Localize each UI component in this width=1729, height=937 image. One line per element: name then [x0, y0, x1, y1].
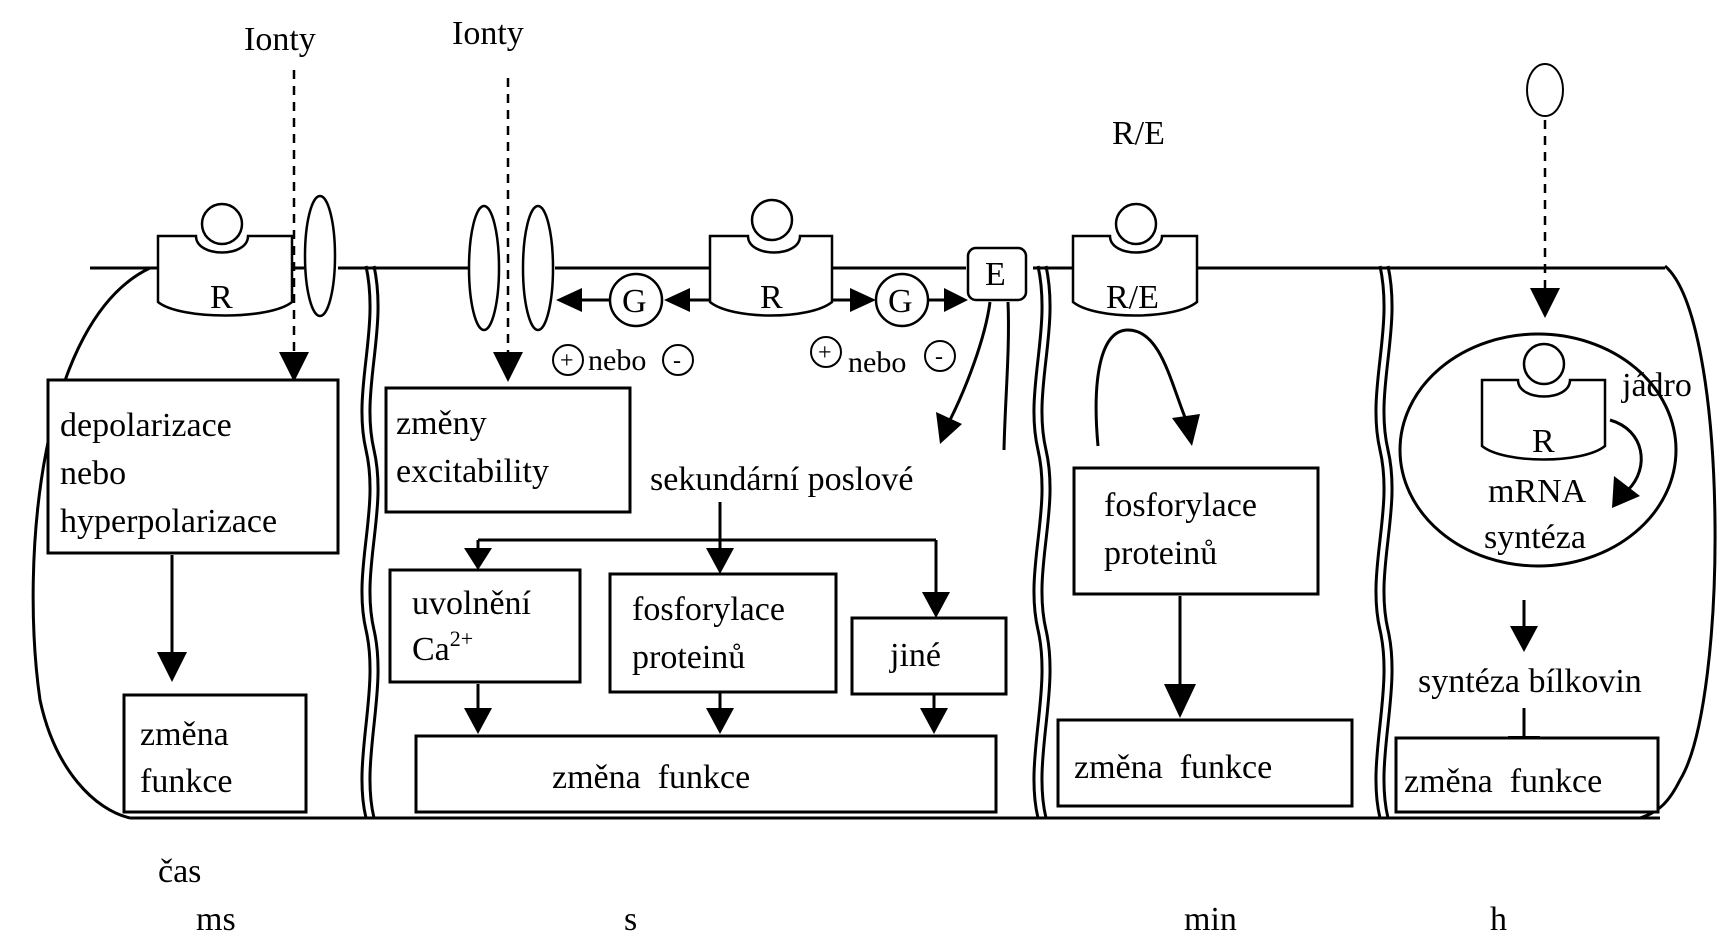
time-label: čas [158, 853, 201, 890]
result-3-label: změna funkce [1074, 749, 1272, 786]
depolarization-line-3: hyperpolarizace [60, 503, 277, 540]
phospho-3-line-2: proteinů [1104, 535, 1217, 572]
hormone-ligand [1527, 64, 1563, 116]
time-ms: ms [196, 901, 236, 937]
arrowhead-other-result [920, 708, 948, 734]
receptor-re: R/E [1073, 204, 1197, 316]
depolarization-line-2: nebo [60, 455, 126, 492]
mrna-line-1: mRNA [1488, 473, 1587, 510]
hormone-arrowhead [1530, 288, 1560, 318]
svg-text:-: - [673, 348, 681, 374]
phospho-2-line-2: proteinů [632, 639, 745, 676]
second-messengers-label: sekundární poslové [650, 461, 913, 498]
arrowhead-r-g-right [850, 288, 876, 312]
receptor-r-1: R [158, 204, 292, 316]
ion-channel-1 [305, 196, 335, 316]
separator-3 [1376, 266, 1392, 818]
svg-text:-: - [935, 344, 943, 370]
result-4-label: změna funkce [1404, 763, 1602, 800]
svg-text:R: R [210, 279, 233, 316]
receptor-r-nuclear: R [1482, 344, 1605, 460]
time-s: s [624, 901, 637, 937]
calcium-line-1: uvolnění [412, 585, 532, 622]
protein-synthesis-label: syntéza bílkovin [1418, 663, 1642, 700]
svg-text:R: R [760, 279, 783, 316]
arrowhead-g-e [944, 288, 968, 312]
arrow-e-to-messengers [950, 302, 990, 420]
ions-arrowhead-1 [279, 352, 309, 382]
arrowhead-nucleus-synthesis [1510, 626, 1538, 652]
line-e-down [1004, 302, 1008, 450]
re-loop-arrow [1096, 330, 1186, 446]
bus-arrow-mid [706, 548, 734, 574]
separator-1 [362, 266, 378, 818]
time-h: h [1490, 901, 1507, 937]
svg-text:R: R [1532, 423, 1555, 460]
excitability-line-2: excitability [396, 453, 549, 490]
result-1-line-1: změna [140, 716, 229, 753]
svg-text:E: E [985, 256, 1006, 293]
arrowhead-phospho-result [706, 708, 734, 734]
other-label: jiné [889, 637, 941, 674]
svg-text:nebo: nebo [848, 346, 906, 379]
arrowhead-r-g-left [664, 288, 690, 312]
phospho-2-line-1: fosforylace [632, 591, 785, 628]
phospho-3-line-1: fosforylace [1104, 487, 1257, 524]
modulation-left: + nebo - [553, 344, 693, 377]
g-protein-left: G [610, 274, 662, 326]
modulation-right: + nebo - [811, 337, 955, 379]
cell-right-edge [1640, 266, 1715, 818]
arrowhead-depol [157, 652, 187, 682]
re-label: R/E [1112, 115, 1165, 152]
bus-arrow-right [922, 592, 950, 618]
g-protein-right: G [876, 274, 928, 326]
re-loop-arrowhead [1172, 414, 1200, 446]
effector-e: E [968, 248, 1026, 300]
calcium-base: Ca [412, 631, 450, 668]
time-min: min [1184, 901, 1237, 937]
ions-label-2: Ionty [452, 15, 524, 52]
arrowhead-g-left [556, 288, 582, 312]
depolarization-line-1: depolarizace [60, 407, 232, 444]
ion-channel-2b [523, 206, 553, 330]
nucleus-label: jádro [1621, 367, 1692, 404]
separator-2 [1034, 266, 1050, 818]
mrna-line-2: syntéza [1484, 519, 1586, 556]
svg-text:R/E: R/E [1106, 279, 1159, 316]
calcium-charge: 2+ [450, 626, 473, 651]
excitability-line-1: změny [396, 405, 487, 442]
arrowhead-e-messengers [936, 412, 962, 444]
arrowhead-ca-result [464, 708, 492, 734]
receptor-r-2: R [710, 200, 832, 316]
ions-label-1: Ionty [244, 21, 316, 58]
ion-channel-2a [469, 206, 499, 330]
arrowhead-phospho3-result [1164, 684, 1196, 718]
result-2-label: změna funkce [552, 759, 750, 796]
svg-text:nebo: nebo [588, 344, 646, 377]
result-1-line-2: funkce [140, 763, 233, 800]
svg-text:+: + [560, 348, 574, 374]
svg-text:G: G [622, 283, 647, 320]
svg-text:G: G [888, 283, 913, 320]
bus-arrow-left [464, 548, 492, 570]
svg-text:+: + [818, 340, 832, 366]
ions-arrowhead-2 [493, 352, 523, 382]
